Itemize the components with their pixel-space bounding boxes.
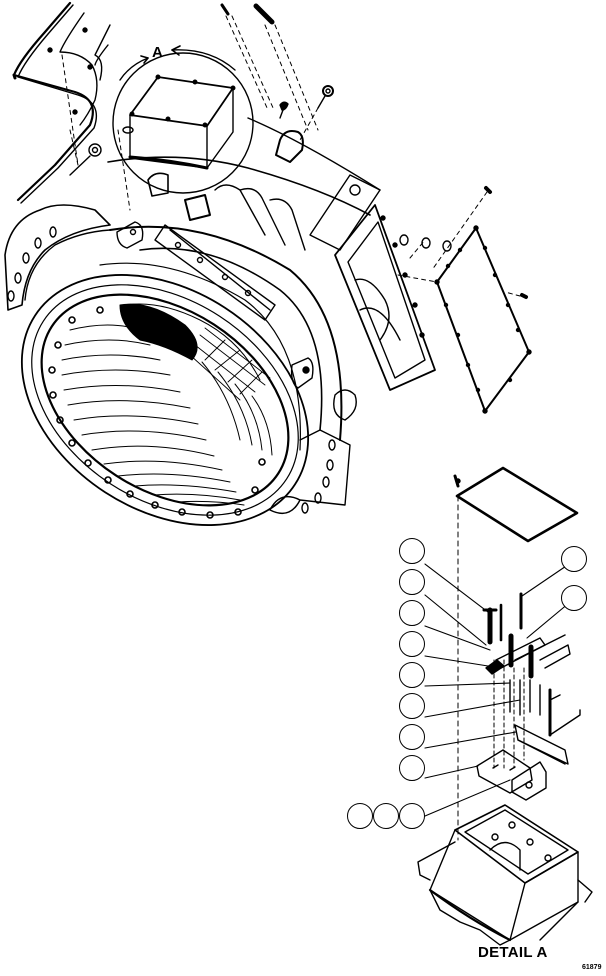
callout-leader-lines — [424, 559, 576, 817]
callout-bubble-7 — [399, 724, 425, 750]
terminal-box — [122, 74, 236, 170]
access-cover-plate — [399, 186, 532, 414]
stator-windings — [48, 303, 273, 519]
top-hardware — [220, 3, 334, 119]
view-reference-letter: A — [152, 44, 163, 61]
detail-title: DETAIL A — [478, 944, 548, 961]
callout-bubble-3 — [399, 600, 425, 626]
callout-bubble-5 — [399, 662, 425, 688]
callout-bubble-10 — [373, 803, 399, 829]
wiring-harness — [12, 1, 111, 204]
detail-a-callout-circle — [112, 45, 254, 194]
detail-terminal-box-cover — [453, 466, 579, 543]
detail-terminal-housing — [417, 804, 593, 946]
callout-bubble-12 — [561, 546, 587, 572]
callout-bubble-4 — [399, 631, 425, 657]
callout-bubble-11 — [347, 803, 373, 829]
figure-number: 61879 — [582, 964, 602, 971]
detail-terminal-assembly — [476, 592, 581, 801]
stator-frame — [4, 117, 436, 526]
callout-bubble-2 — [399, 569, 425, 595]
callout-bubble-1 — [399, 538, 425, 564]
callout-bubble-13 — [561, 585, 587, 611]
callout-bubble-9 — [399, 803, 425, 829]
callout-bubble-8 — [399, 755, 425, 781]
callout-bubble-6 — [399, 693, 425, 719]
